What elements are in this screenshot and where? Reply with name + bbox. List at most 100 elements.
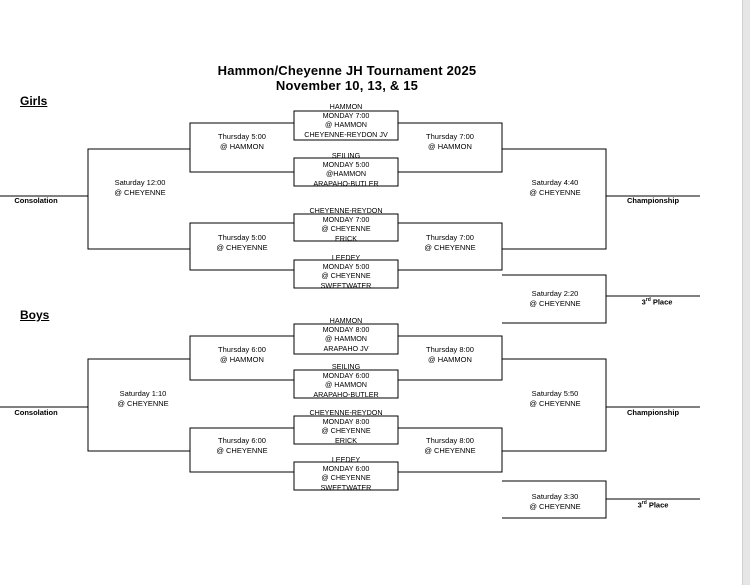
game-location: @ HAMMON	[220, 354, 264, 364]
game-location: @HAMMON	[325, 169, 367, 179]
girls-thu-left-bot: Thursday 5:00 @ CHEYENNE	[216, 233, 267, 252]
game-location: @ CHEYENNE	[321, 426, 371, 436]
girls-game-2: SEILING MONDAY 5:00 @HAMMON ARAPAHO-BUTL…	[294, 151, 398, 188]
boys-game-4: LEEDEY MONDAY 6:00 @ CHEYENNE SWEETWATER	[294, 455, 398, 492]
girls-sat-third: Saturday 2:20 @ CHEYENNE	[529, 289, 580, 308]
boys-thu-right-top: Thursday 8:00 @ HAMMON	[426, 345, 474, 364]
team-name: CHEYENNE-REYDON JV	[304, 129, 388, 139]
boys-right-top-bracket	[398, 335, 503, 381]
game-location: @ CHEYENNE	[117, 398, 169, 408]
girls-championship-bracket	[502, 148, 607, 250]
team-name: ARAPAHO-BUTLER	[313, 178, 379, 188]
boys-sat-consolation: Saturday 1:10 @ CHEYENNE	[117, 389, 168, 408]
boys-heading: Boys	[20, 308, 50, 322]
game-location: @ CHEYENNE	[529, 187, 581, 197]
page-edge	[742, 0, 750, 585]
team-name: LEEDEY	[331, 455, 361, 464]
girls-right-top-bracket	[398, 122, 503, 173]
game-time: MONDAY 6:00	[322, 464, 370, 474]
boys-game-2: SEILING MONDAY 6:00 @ HAMMON ARAPAHO-BUT…	[294, 362, 398, 399]
game-time: MONDAY 5:00	[322, 160, 370, 170]
team-name: ARAPAHO JV	[323, 343, 369, 353]
girls-thu-left-top: Thursday 5:00 @ HAMMON	[218, 132, 266, 151]
game-time: Thursday 8:00	[426, 436, 474, 445]
boys-sat-championship: Saturday 5:50 @ CHEYENNE	[529, 389, 580, 408]
game-time: MONDAY 5:00	[322, 262, 370, 272]
game-location: @ CHEYENNE	[529, 501, 581, 511]
game-location: @ HAMMON	[220, 141, 264, 151]
girls-consolation-bracket	[87, 148, 190, 250]
game-time: Saturday 12:00	[114, 178, 166, 187]
game-location: @ CHEYENNE	[424, 445, 476, 455]
boys-thu-right-bot: Thursday 8:00 @ CHEYENNE	[424, 436, 475, 455]
game-time: MONDAY 7:00	[322, 215, 370, 225]
boys-monday-box-3	[293, 415, 399, 445]
girls-consolation-label: Consolation	[14, 196, 58, 205]
boys-left-top-bracket	[189, 335, 294, 381]
game-time: MONDAY 6:00	[322, 371, 370, 381]
girls-third-place-label: 3rd Place	[641, 297, 673, 307]
team-name: SWEETWATER	[320, 482, 372, 492]
girls-game-4: LEEDEY MONDAY 5:00 @ CHEYENNE SWEETWATER	[294, 253, 398, 290]
girls-monday-box-3	[293, 213, 399, 242]
team-name: HAMMON	[329, 102, 363, 111]
boys-consolation-label: Consolation	[14, 408, 58, 417]
team-name: ARAPAHO-BUTLER	[313, 389, 379, 399]
game-location: @ HAMMON	[324, 334, 368, 344]
team-name: ERICK	[335, 435, 357, 445]
girls-left-bot-bracket	[189, 222, 294, 271]
team-name: LEEDEY	[331, 253, 361, 262]
girls-monday-box-1	[293, 110, 399, 141]
boys-championship-bracket	[502, 358, 607, 452]
team-name: CHEYENNE-REYDON	[309, 206, 383, 215]
game-location: @ HAMMON	[324, 380, 368, 390]
game-location: @ CHEYENNE	[424, 242, 476, 252]
game-time: Thursday 8:00	[426, 345, 474, 354]
game-location: @ CHEYENNE	[529, 398, 581, 408]
boys-right-bot-bracket	[398, 427, 503, 473]
tournament-dates: November 10, 13, & 15	[275, 78, 419, 93]
game-time: Saturday 5:50	[531, 389, 579, 398]
girls-third-bracket	[502, 274, 607, 324]
game-time: Thursday 7:00	[426, 233, 474, 242]
game-time: Thursday 6:00	[218, 436, 266, 445]
boys-game-1: HAMMON MONDAY 8:00 @ HAMMON ARAPAHO JV	[294, 316, 398, 353]
game-time: Thursday 5:00	[218, 233, 266, 242]
tournament-title: Hammon/Cheyenne JH Tournament 2025	[217, 63, 477, 78]
boys-monday-box-4	[293, 461, 399, 491]
girls-game-1: HAMMON MONDAY 7:00 @ HAMMON CHEYENNE-REY…	[294, 102, 398, 139]
game-time: Thursday 6:00	[218, 345, 266, 354]
team-name: CHEYENNE-REYDON	[309, 408, 383, 417]
game-location: @ HAMMON	[428, 141, 472, 151]
game-time: MONDAY 8:00	[322, 417, 370, 427]
girls-left-top-bracket	[189, 122, 294, 173]
boys-sat-third: Saturday 3:30 @ CHEYENNE	[529, 492, 580, 511]
girls-heading: Girls	[20, 94, 48, 108]
boys-monday-box-2	[293, 369, 399, 399]
game-location: @ CHEYENNE	[216, 445, 268, 455]
boys-game-3: CHEYENNE-REYDON MONDAY 8:00 @ CHEYENNE E…	[294, 408, 398, 445]
boys-third-place-label: 3rd Place	[637, 500, 669, 510]
boys-consolation-bracket	[87, 358, 190, 452]
team-name: HAMMON	[329, 316, 363, 325]
game-time: Saturday 1:10	[119, 389, 167, 398]
girls-sat-championship: Saturday 4:40 @ CHEYENNE	[529, 178, 580, 197]
game-location: @ HAMMON	[324, 120, 368, 130]
game-time: Saturday 2:20	[531, 289, 579, 298]
girls-right-bot-bracket	[398, 222, 503, 271]
team-name: SWEETWATER	[320, 280, 372, 290]
game-time: MONDAY 8:00	[322, 325, 370, 335]
girls-game-3: CHEYENNE-REYDON MONDAY 7:00 @ CHEYENNE E…	[294, 206, 398, 243]
game-location: @ CHEYENNE	[529, 298, 581, 308]
game-location: @ HAMMON	[428, 354, 472, 364]
game-time: Thursday 5:00	[218, 132, 266, 141]
game-time: Saturday 3:30	[531, 492, 579, 501]
game-time: MONDAY 7:00	[322, 111, 370, 121]
team-name: SEILING	[331, 362, 361, 371]
game-location: @ CHEYENNE	[321, 473, 371, 483]
game-location: @ CHEYENNE	[321, 224, 371, 234]
game-time: Thursday 7:00	[426, 132, 474, 141]
boys-left-bot-bracket	[189, 427, 294, 473]
